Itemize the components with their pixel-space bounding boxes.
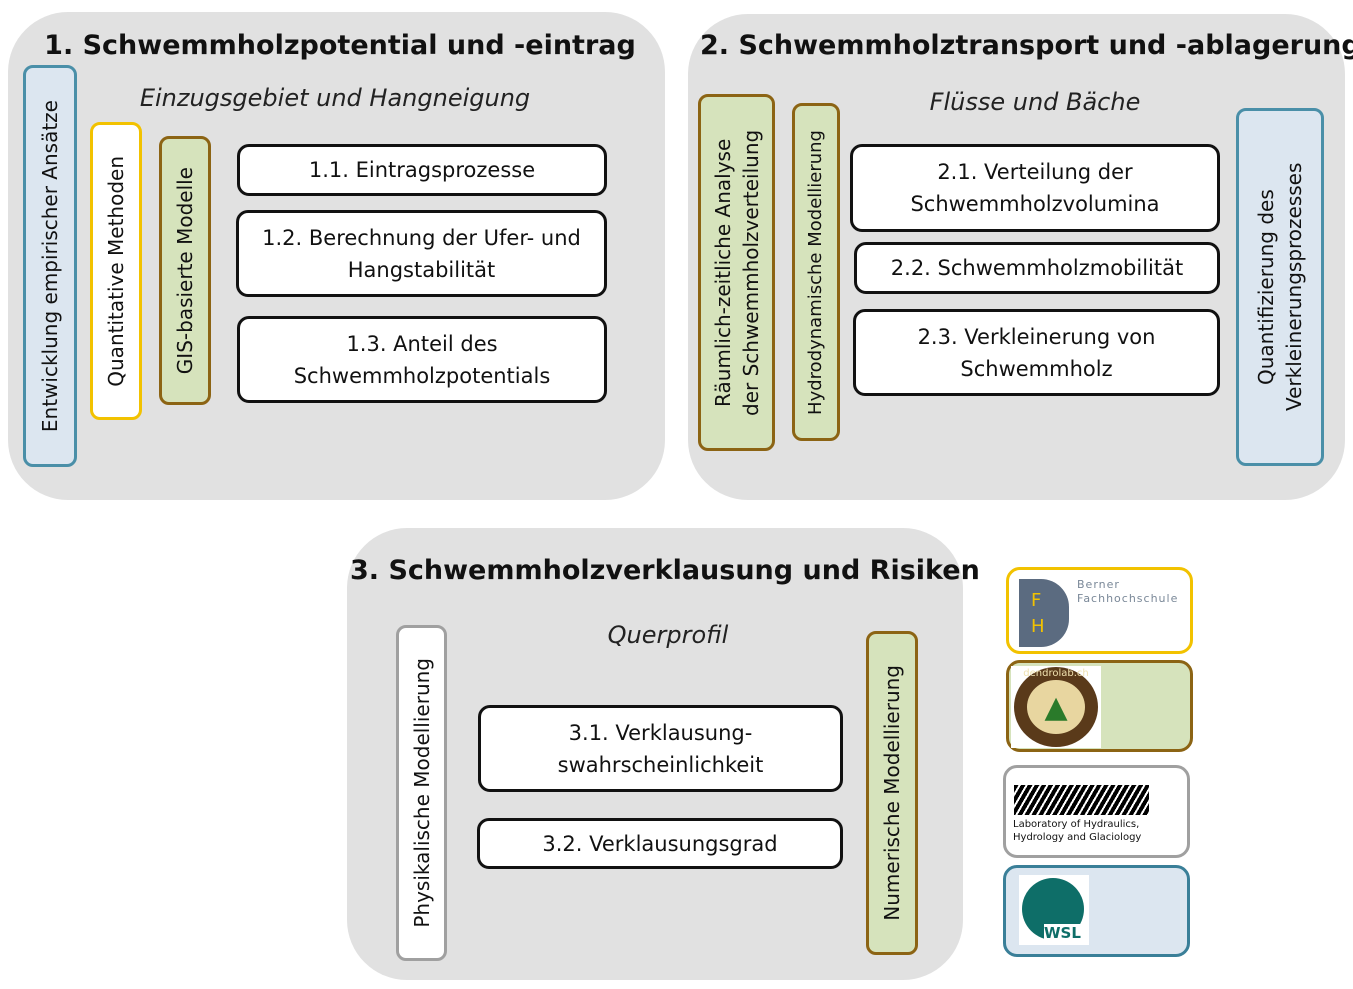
panel-1-subtitle: Einzugsgebiet und Hangneigung [139,84,531,112]
panel-3-subtitle: Querprofil [607,621,729,649]
box-2-2: 2.2. Schwemmholzmobilität [854,242,1220,294]
logo-wsl: WSL [1003,865,1190,957]
dendro-text: dendrolab.ch [1023,668,1089,679]
side-quantification: Quantifizierung des Verkleinerungsprozes… [1236,108,1324,466]
side-hydrodynamic: Hydrodynamische Modellierung [792,103,840,441]
panel-2-title: 2. Schwemmholztransport und -ablagerung [700,30,1353,61]
side-physical: Physikalische Modellierung [396,625,447,961]
box-2-1: 2.1. Verteilung der Schwemmholzvolumina [850,144,1220,232]
panel-1-title: 1. Schwemmholzpotential und -eintrag [44,30,636,61]
bfh-mark [1019,579,1069,647]
side-label: GIS-basierte Modelle [173,166,197,375]
side-label: Numerische Modellierung [880,665,904,921]
vaw-text: Laboratory of Hydraulics, Hydrology and … [1013,819,1142,843]
panel-3-title: 3. Schwemmholzverklausung und Risiken [350,555,980,586]
logo-bfh: FH Berner Fachhochschule [1006,567,1193,654]
panel-2-subtitle: Flüsse und Bäche [929,88,1141,116]
side-label: Quantitative Methoden [104,155,128,387]
bfh-letters: FH [1031,590,1045,637]
side-spatiotemporal: Räumlich-zeitliche Analyse der Schwemmho… [698,94,775,451]
side-label: Räumlich-zeitliche Analyse der Schwemmho… [710,129,763,416]
box-1-3: 1.3. Anteil des Schwemmholzpotentials [237,316,607,403]
box-3-2: 3.2. Verklausungsgrad [477,818,843,869]
side-label: Physikalische Modellierung [409,658,434,928]
box-2-3: 2.3. Verkleinerung von Schwemmholz [853,309,1220,396]
side-label: Hydrodynamische Modellierung [805,129,826,415]
side-numerical: Numerische Modellierung [866,631,918,955]
side-empirical: Entwicklung empirischer Ansätze [23,65,77,467]
side-gis: GIS-basierte Modelle [159,136,211,405]
vaw-mark [1014,785,1149,815]
logo-vaw: Laboratory of Hydraulics, Hydrology and … [1003,765,1190,858]
box-1-2: 1.2. Berechnung der Ufer- und Hangstabil… [236,210,607,297]
side-quantitative: Quantitative Methoden [90,122,142,420]
bfh-text: Berner Fachhochschule [1077,578,1179,605]
logo-dendrolab: ▲ dendrolab.ch [1006,660,1193,752]
box-3-1: 3.1. Verklausung-swahrscheinlichkeit [478,705,843,792]
side-label: Quantifizierung des Verkleinerungsprozes… [1254,162,1306,412]
side-label: Entwicklung empirischer Ansätze [38,99,62,433]
box-1-1: 1.1. Eintragsprozesse [237,144,607,196]
wsl-text: WSL [1044,924,1081,942]
